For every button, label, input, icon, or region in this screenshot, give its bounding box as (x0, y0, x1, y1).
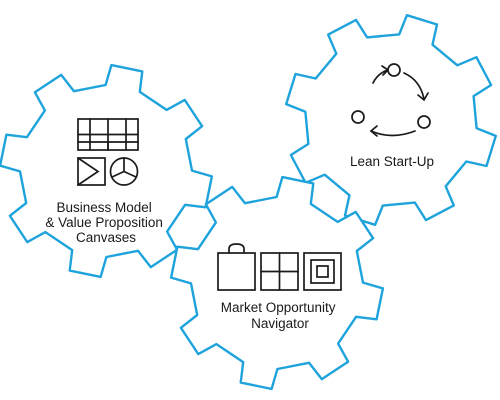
gear-business-model (0, 63, 214, 279)
gear-business-model-outline (0, 63, 214, 279)
label-business-model-line2: & Value Proposition (45, 215, 163, 230)
gear-market-opportunity-outline (169, 175, 385, 391)
label-lean-startup: Lean Start-Up (350, 154, 434, 169)
gear-market-opportunity (169, 175, 385, 391)
label-market-opportunity-line1: Market Opportunity (221, 300, 336, 315)
label-business-model: Business Model & Value Proposition Canva… (45, 200, 166, 245)
gear-lean-startup (285, 14, 497, 226)
cycle-icon (351, 63, 431, 137)
canvas-icon (77, 118, 139, 151)
gear-lean-startup-outline (285, 14, 497, 226)
navigator-icon (217, 243, 342, 291)
label-lean-startup-line1: Lean Start-Up (350, 154, 434, 169)
label-business-model-line1: Business Model (56, 200, 151, 215)
label-business-model-line3: Canvases (76, 230, 136, 245)
value-proposition-icon (77, 157, 139, 186)
label-market-opportunity-line2: Navigator (251, 316, 309, 331)
label-market-opportunity: Market Opportunity Navigator (221, 300, 340, 331)
